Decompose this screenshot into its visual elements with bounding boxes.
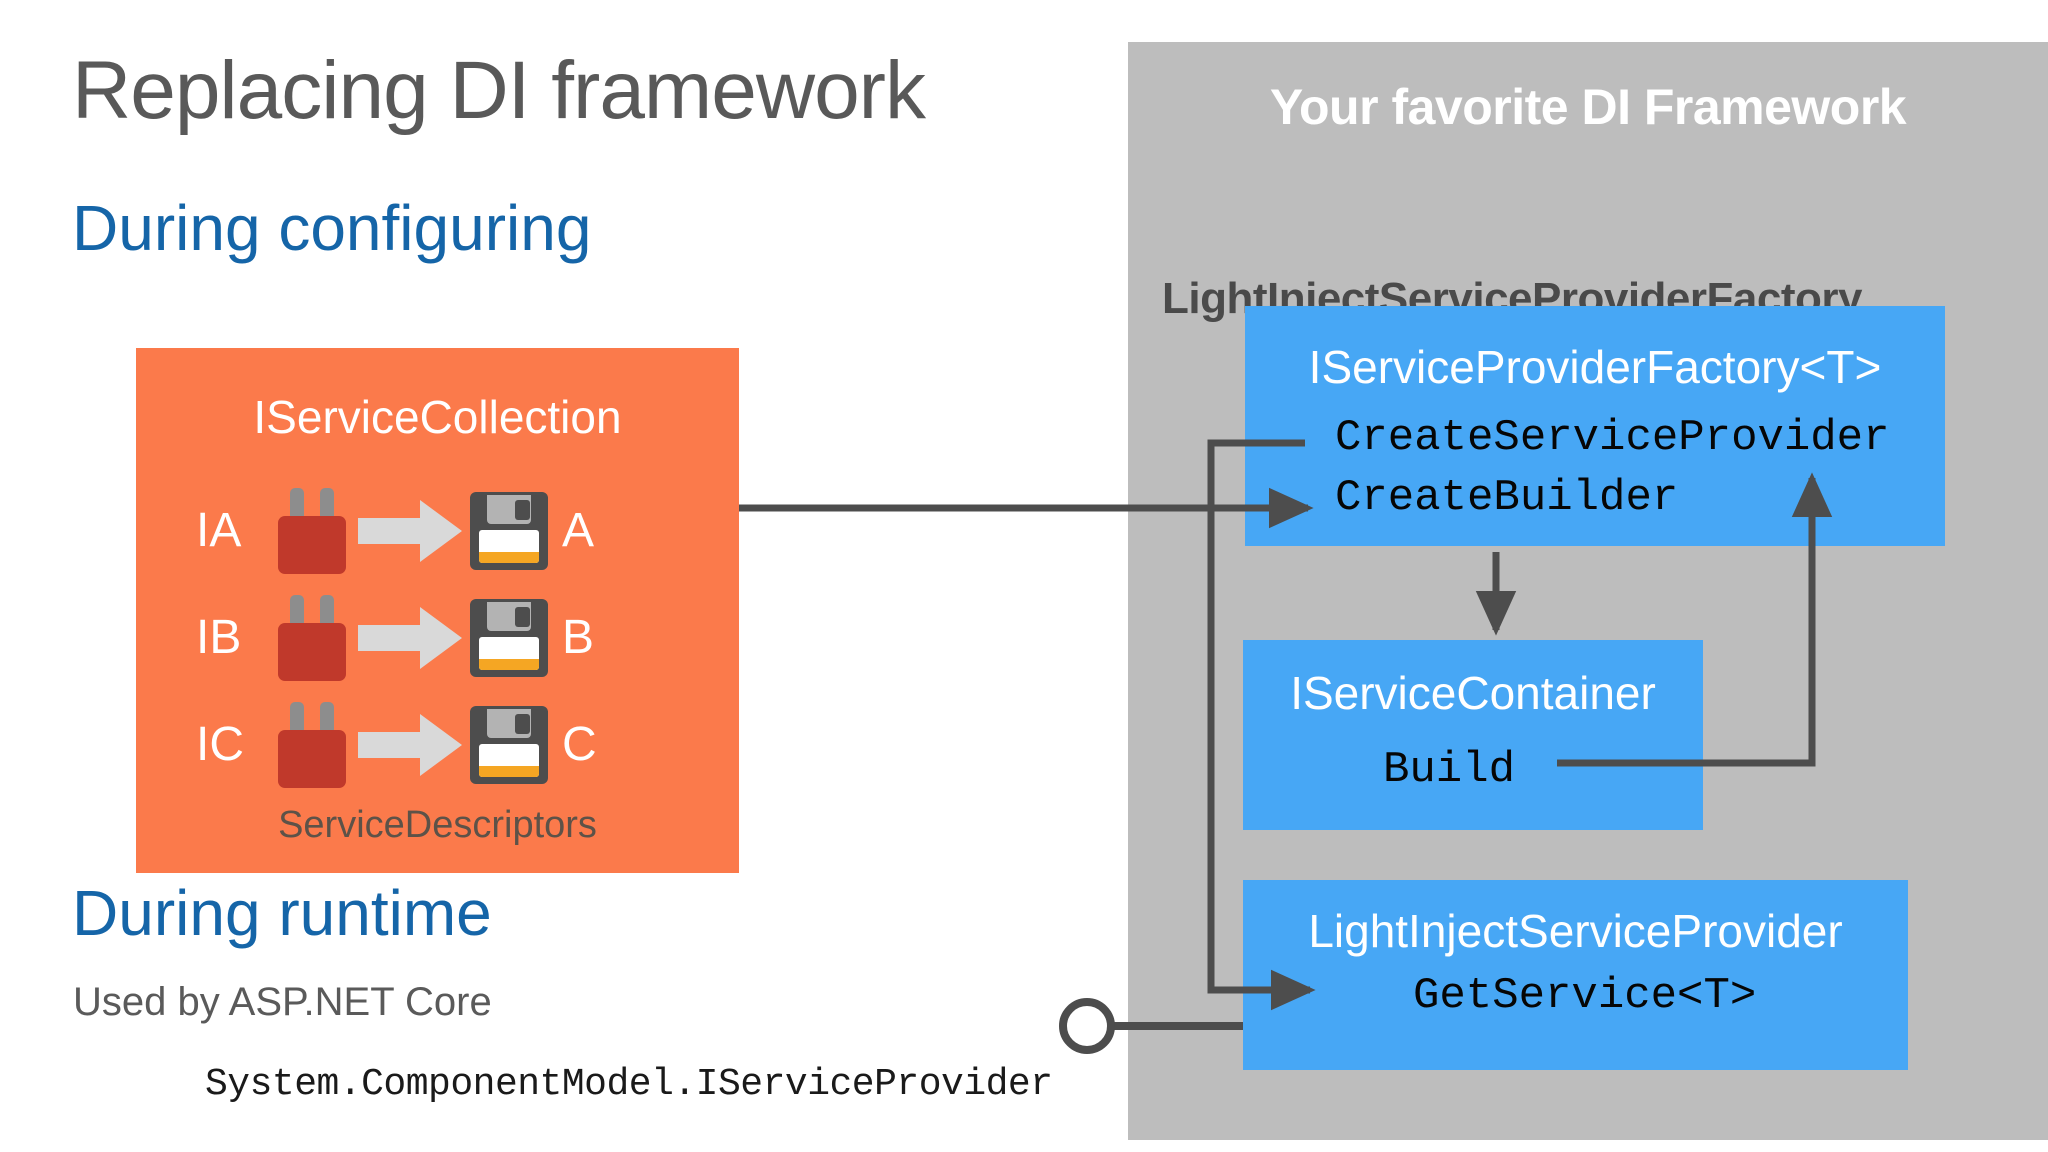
floppy-shutter-hole xyxy=(515,607,530,627)
plug-prong-left xyxy=(290,595,304,631)
descriptor-interface-label: IA xyxy=(196,504,242,557)
floppy-shutter xyxy=(487,709,531,738)
service-descriptor-row: IC C xyxy=(196,693,686,797)
floppy-label xyxy=(479,744,539,777)
plug-body xyxy=(278,730,346,788)
plug-prong-right xyxy=(320,595,334,631)
floppy-label xyxy=(479,530,539,563)
member-create-builder: CreateBuilder xyxy=(1335,473,1679,523)
plug-body xyxy=(278,516,346,574)
box-title: IServiceProviderFactory<T> xyxy=(1308,341,1882,393)
floppy-shutter-hole xyxy=(515,714,530,734)
section-heading-runtime: During runtime xyxy=(72,877,492,949)
floppy-shutter-hole xyxy=(515,500,530,520)
plug-icon xyxy=(274,595,350,681)
plug-body xyxy=(278,623,346,681)
floppy-label xyxy=(479,637,539,670)
floppy-shutter xyxy=(487,495,531,524)
box-title: IServiceContainer xyxy=(1290,667,1656,719)
service-collection-title: IServiceCollection xyxy=(253,391,622,443)
plug-icon xyxy=(274,702,350,788)
box-title: LightInjectServiceProvider xyxy=(1308,905,1843,957)
runtime-interface-code: System.ComponentModel.IServiceProvider xyxy=(205,1063,1053,1106)
floppy-disk-icon xyxy=(470,599,548,677)
lollipop-interface-icon xyxy=(1059,998,1115,1054)
descriptor-implementation-label: B xyxy=(562,611,595,664)
member-build: Build xyxy=(1383,745,1516,795)
plug-icon xyxy=(274,488,350,574)
right-arrow-icon xyxy=(358,500,462,562)
section-heading-configuring: During configuring xyxy=(72,192,592,264)
service-descriptor-row: IB B xyxy=(196,586,686,690)
floppy-label-strip xyxy=(479,552,539,563)
floppy-disk-icon xyxy=(470,706,548,784)
floppy-label-strip xyxy=(479,659,539,670)
plug-prong-left xyxy=(290,488,304,524)
descriptor-interface-label: IB xyxy=(196,611,242,664)
floppy-disk-icon xyxy=(470,492,548,570)
plug-prong-right xyxy=(320,702,334,738)
service-descriptors-label: ServiceDescriptors xyxy=(278,804,597,846)
plug-prong-right xyxy=(320,488,334,524)
page-title: Replacing DI framework xyxy=(72,45,926,136)
service-container-box: IServiceContainer Build xyxy=(1243,640,1703,830)
floppy-shutter xyxy=(487,602,531,631)
service-descriptor-row: IA A xyxy=(196,479,686,583)
light-inject-service-provider-box: LightInjectServiceProvider GetService<T> xyxy=(1243,880,1908,1070)
service-collection-panel: IServiceCollection IA A xyxy=(136,348,739,873)
plug-prong-left xyxy=(290,702,304,738)
framework-title: Your favorite DI Framework xyxy=(1269,79,1907,135)
right-arrow-icon xyxy=(358,714,462,776)
right-arrow-icon xyxy=(358,607,462,669)
runtime-note: Used by ASP.NET Core xyxy=(73,980,492,1024)
member-create-service-provider: CreateServiceProvider xyxy=(1335,413,1890,463)
service-provider-factory-box: IServiceProviderFactory<T> CreateService… xyxy=(1245,306,1945,546)
floppy-label-strip xyxy=(479,766,539,777)
descriptor-implementation-label: A xyxy=(562,504,595,557)
descriptor-implementation-label: C xyxy=(562,718,597,771)
descriptor-interface-label: IC xyxy=(196,718,244,771)
member-get-service: GetService<T> xyxy=(1413,971,1757,1021)
